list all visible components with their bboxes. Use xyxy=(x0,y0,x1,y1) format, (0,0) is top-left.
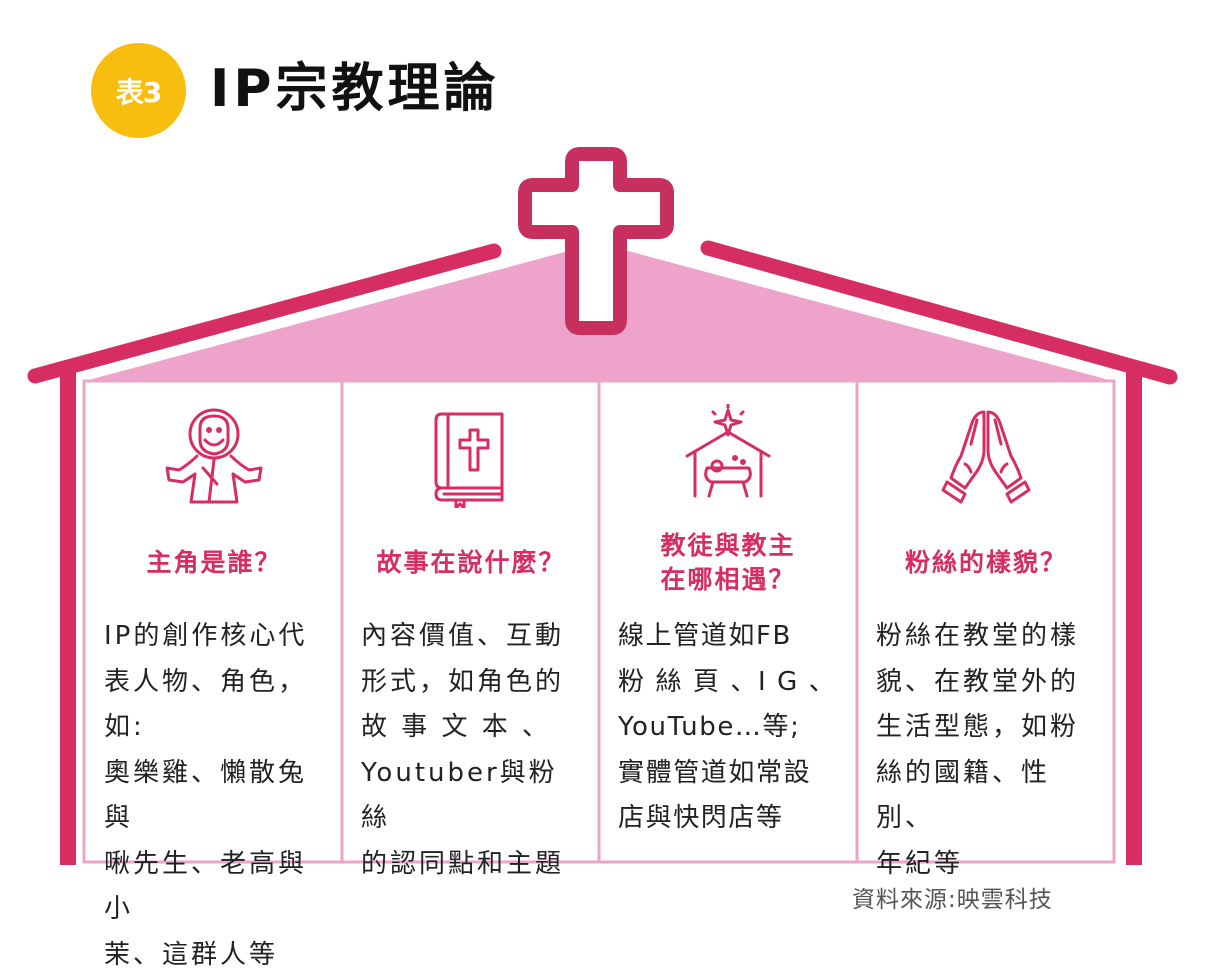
data-source-note: 資料來源:映雲科技 xyxy=(852,887,1053,913)
page-title: IP宗教理論 xyxy=(210,59,500,119)
right-wall xyxy=(1126,372,1142,865)
panel-heading: 主角是誰？ xyxy=(146,548,282,577)
panel-body: 內容價值、互動 形式，如角色的 故 事 文 本 、 Youtuber與粉絲 的認… xyxy=(361,621,565,879)
roof-right-line xyxy=(700,240,1178,385)
panel-fans: 粉絲的樣貌？ 粉絲在教堂的樣 貌、在教堂外的 生活型態，如粉 絲的國籍、性別、 … xyxy=(858,382,1114,879)
jesus-icon xyxy=(165,408,263,504)
panel-body: 線上管道如FB 粉 絲 頁 、I G 、 YouTube…等; 實體管道如常設 … xyxy=(618,621,837,833)
left-wall xyxy=(60,372,76,865)
panel-heading: 故事在說什麼？ xyxy=(376,548,566,577)
roof-left-line xyxy=(27,243,502,384)
panel-protagonist: 主角是誰？ IP的創作核心代 表人物、角色，如: 奧樂雞、懶散兔與 啾先生、老高… xyxy=(86,382,342,970)
cross-icon xyxy=(518,147,674,335)
praying-hands-icon xyxy=(941,410,1031,504)
panel-heading: 教徒與教主 在哪相遇？ xyxy=(660,531,796,594)
panel-body: 粉絲在教堂的樣 貌、在教堂外的 生活型態，如粉 絲的國籍、性別、 年紀等 xyxy=(876,621,1080,879)
panel-meeting: 教徒與教主 在哪相遇？ 線上管道如FB 粉 絲 頁 、I G 、 YouTube… xyxy=(600,382,856,862)
panel-body: IP的創作核心代 表人物、角色，如: 奧樂雞、懶散兔與 啾先生、老高與小 茉、這… xyxy=(104,621,308,970)
nativity-icon xyxy=(685,404,771,498)
table-number-badge: 表3 xyxy=(91,43,186,138)
bible-icon xyxy=(434,412,504,508)
panel-heading: 粉絲的樣貌？ xyxy=(904,548,1067,577)
panel-story: 故事在說什麼？ 內容價值、互動 形式，如角色的 故 事 文 本 、 Youtub… xyxy=(343,382,599,879)
